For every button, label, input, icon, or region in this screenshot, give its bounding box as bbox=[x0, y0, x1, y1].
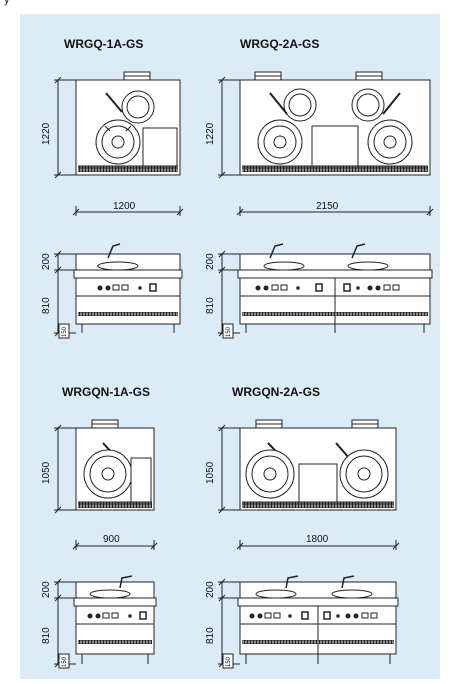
m1-front-view: 200 810 150 bbox=[41, 243, 183, 339]
m4-depth-label: 1050 bbox=[205, 461, 216, 484]
m1-depth-label: 1220 bbox=[41, 122, 52, 145]
title-wrgq-2a-gs: WRGQ-2A-GS bbox=[240, 37, 319, 51]
m4-front-view: 200 810 150 bbox=[205, 575, 399, 669]
m4-hood-height: 200 bbox=[205, 581, 216, 598]
title-wrgq-1a-gs: WRGQ-1A-GS bbox=[64, 37, 143, 51]
m3-depth-label: 1050 bbox=[41, 461, 52, 484]
header-fragment: y bbox=[4, 0, 10, 6]
m3-hood-height: 200 bbox=[41, 581, 52, 598]
m3-width-label: 900 bbox=[103, 534, 120, 545]
m1-width-label: 1200 bbox=[113, 201, 136, 212]
m1-leg-height: 150 bbox=[62, 326, 68, 337]
m2-leg-height: 150 bbox=[226, 326, 232, 337]
m2-depth-label: 1220 bbox=[205, 122, 216, 145]
m3-leg-height: 150 bbox=[62, 656, 68, 667]
m3-front-view: 200 810 150 bbox=[41, 575, 157, 669]
title-wrgqn-1a-gs: WRGQN-1A-GS bbox=[62, 385, 150, 399]
m4-leg-height: 150 bbox=[226, 656, 232, 667]
m1-top-view: 1220 1200 bbox=[41, 71, 184, 216]
m2-front-view: 200 810 150 bbox=[205, 243, 433, 339]
m3-top-view: 1050 900 bbox=[41, 419, 158, 550]
m1-body-height: 810 bbox=[41, 297, 52, 314]
m2-hood-height: 200 bbox=[205, 253, 216, 270]
m2-body-height: 810 bbox=[205, 297, 216, 314]
m4-body-height: 810 bbox=[205, 627, 216, 644]
m1-hood-height: 200 bbox=[41, 253, 52, 270]
title-wrgqn-2a-gs: WRGQN-2A-GS bbox=[232, 385, 320, 399]
top-strip: y bbox=[0, 0, 460, 14]
m4-top-view: 1050 1800 bbox=[205, 419, 400, 550]
m2-top-view: 1220 2150 bbox=[205, 71, 434, 216]
m2-width-label: 2150 bbox=[316, 201, 339, 212]
m4-width-label: 1800 bbox=[306, 534, 329, 545]
m3-body-height: 810 bbox=[41, 627, 52, 644]
